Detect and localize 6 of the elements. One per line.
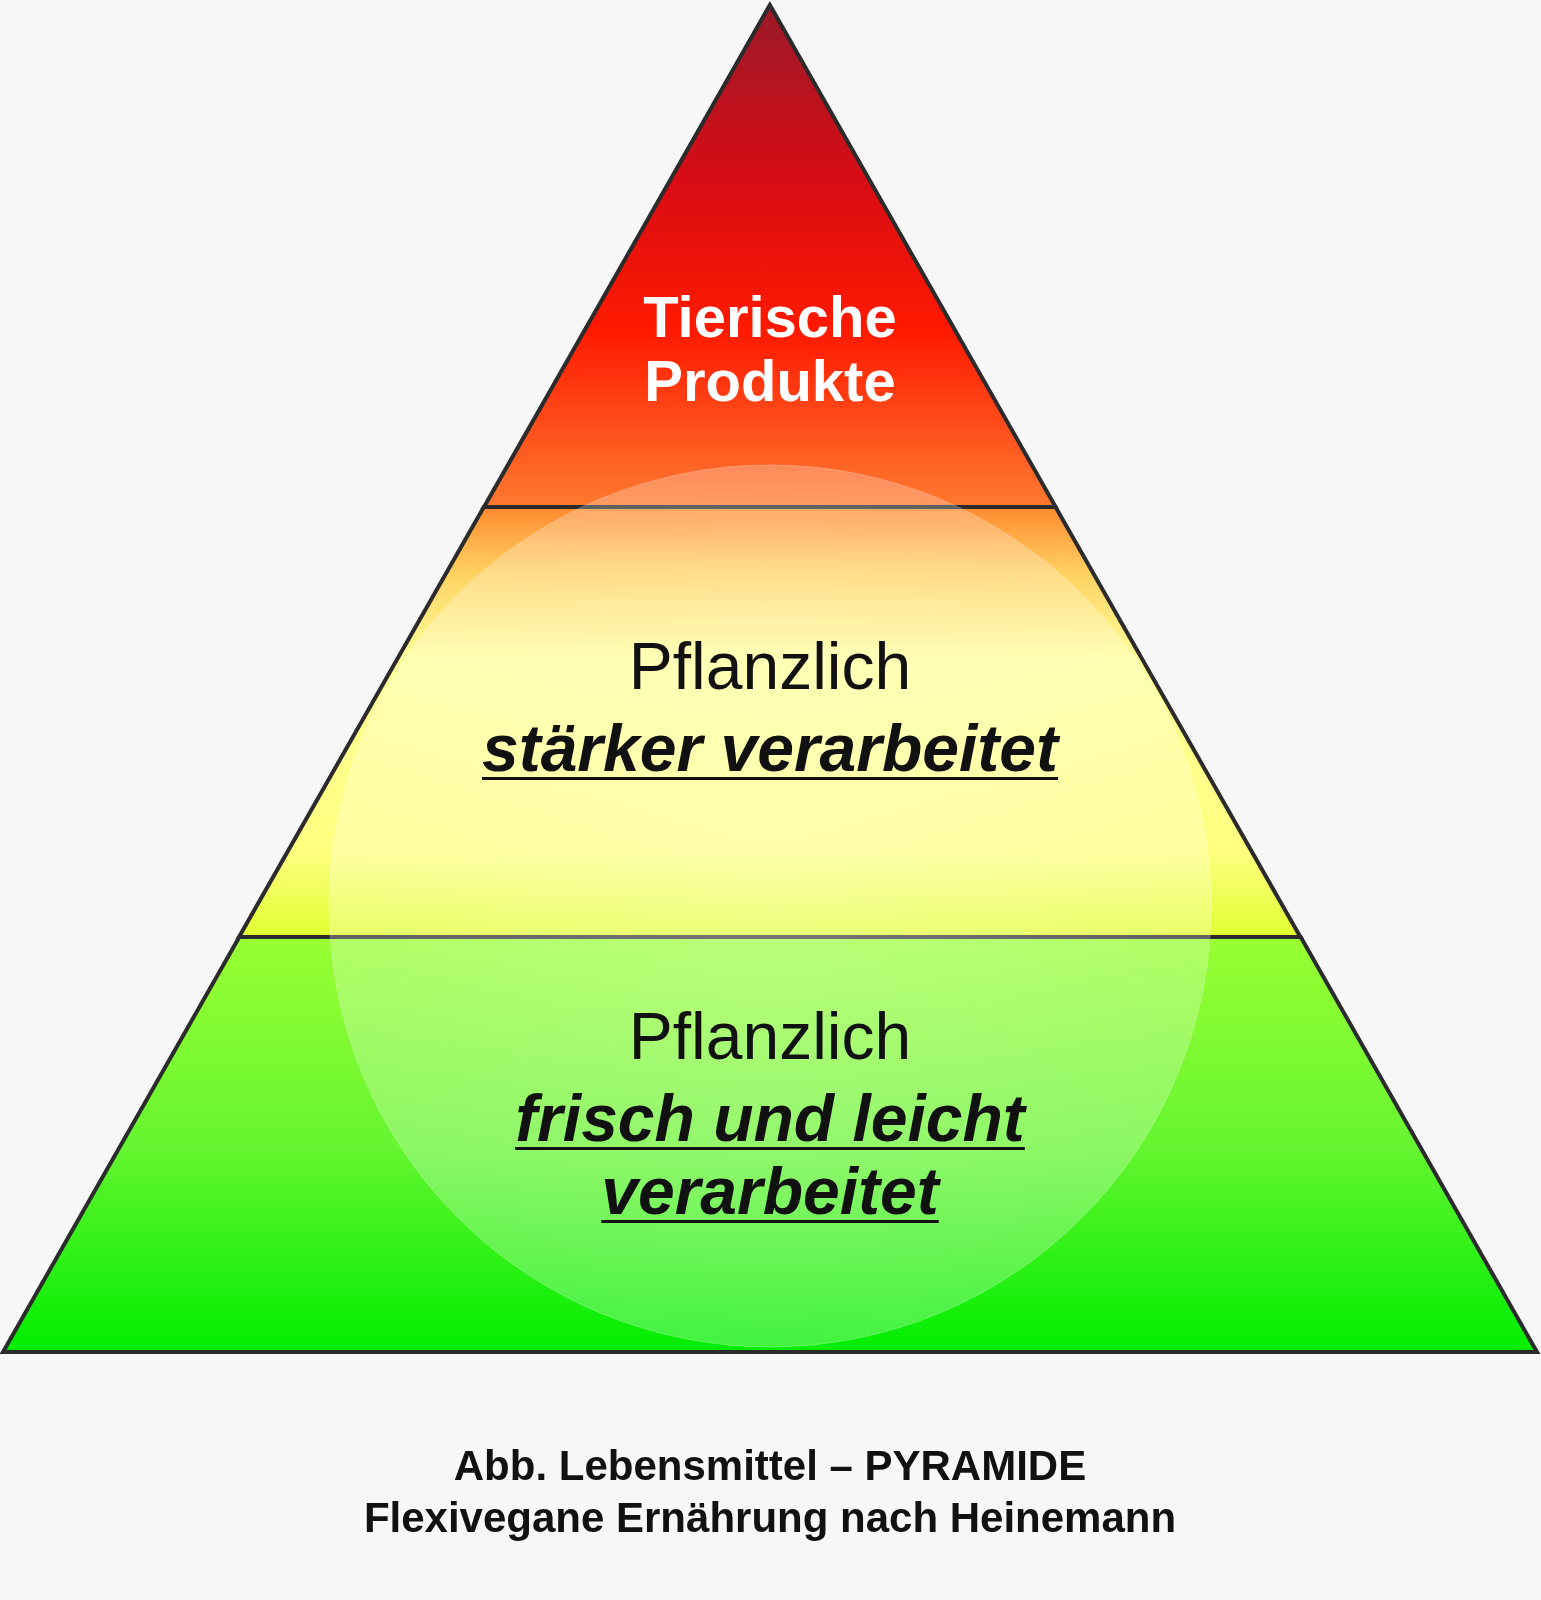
tier-description: stärker verarbeitet <box>480 712 1061 785</box>
tier-label: Tierische Produkte <box>642 285 898 413</box>
tier-description: frisch und leicht verarbeitet <box>514 1082 1028 1228</box>
tier-heading: Pflanzlich <box>627 630 913 703</box>
caption: Abb. Lebensmittel – PYRAMIDE Flexivegane Ernährung nach Heinemann <box>362 1441 1178 1543</box>
tier-heading: Pflanzlich <box>627 1000 913 1073</box>
